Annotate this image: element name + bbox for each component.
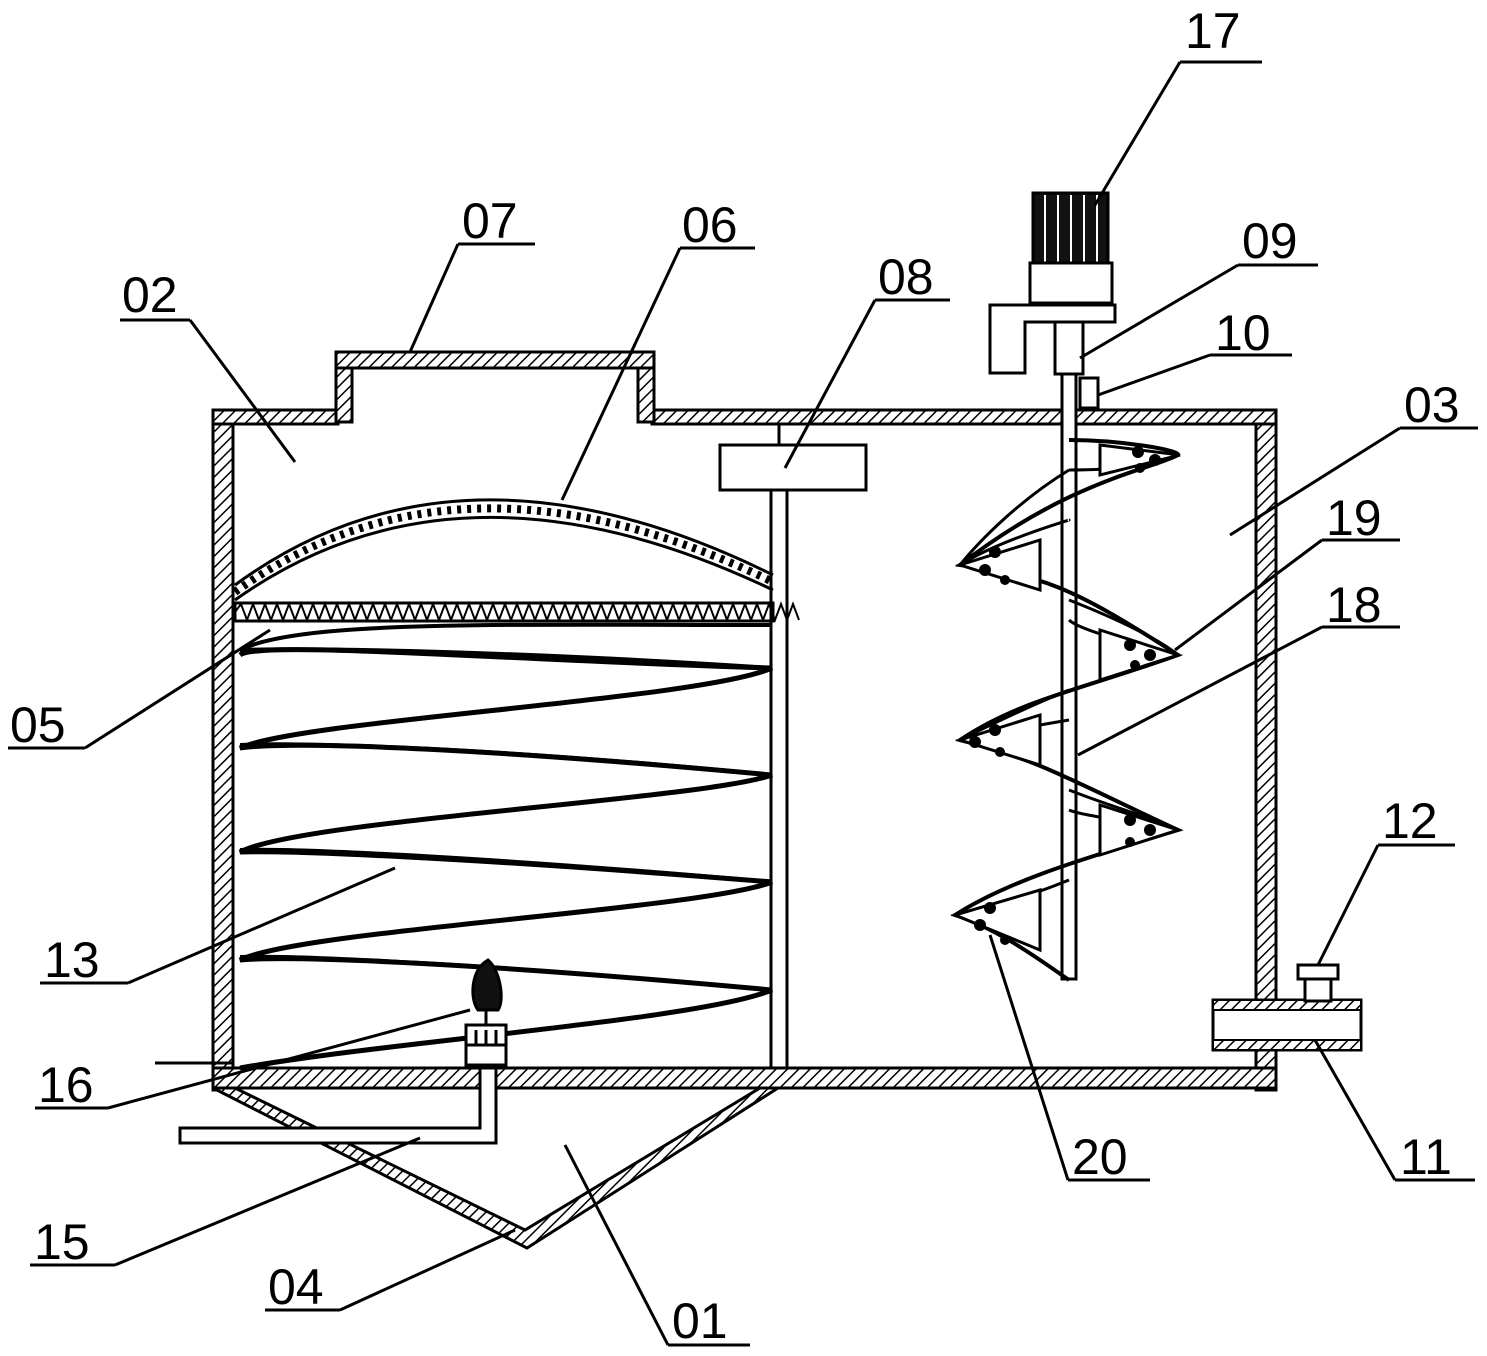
label-17: 17	[1185, 3, 1241, 59]
pipe-15	[178, 1066, 498, 1145]
coil-13	[238, 622, 774, 1071]
mount-09	[988, 303, 1117, 376]
motor-17	[1028, 191, 1114, 305]
leader-lines	[8, 60, 1478, 1347]
nozzle-16	[464, 958, 508, 1067]
label-02: 02	[122, 267, 178, 323]
hopper-04	[212, 1086, 784, 1250]
dome-06	[232, 498, 775, 602]
inlet-07	[334, 350, 656, 424]
filter-plate-05	[233, 601, 800, 623]
label-09: 09	[1242, 213, 1298, 269]
particles-20	[969, 446, 1161, 945]
label-07: 07	[462, 193, 518, 249]
label-19: 19	[1326, 490, 1382, 546]
label-08: 08	[878, 249, 934, 305]
label-11: 11	[1400, 1129, 1452, 1185]
label-06: 06	[682, 197, 738, 253]
label-15: 15	[34, 1214, 90, 1270]
label-10: 10	[1215, 305, 1271, 361]
valve-12	[1296, 963, 1340, 1003]
label-16: 16	[38, 1057, 94, 1113]
partition-rod	[769, 424, 789, 1068]
label-05: 05	[10, 697, 66, 753]
labels: 17 07 06 09 08 02 10 03 19 18 05 12 13 1…	[10, 3, 1460, 1349]
label-03: 03	[1404, 377, 1460, 433]
label-13: 13	[44, 932, 100, 988]
label-04: 04	[268, 1259, 324, 1315]
outlet-11	[1211, 998, 1363, 1052]
bearing-10	[1078, 376, 1100, 410]
label-18: 18	[1326, 577, 1382, 633]
label-12: 12	[1382, 793, 1438, 849]
shaft-18	[1060, 372, 1078, 981]
label-01: 01	[672, 1293, 728, 1349]
label-20: 20	[1072, 1129, 1128, 1185]
